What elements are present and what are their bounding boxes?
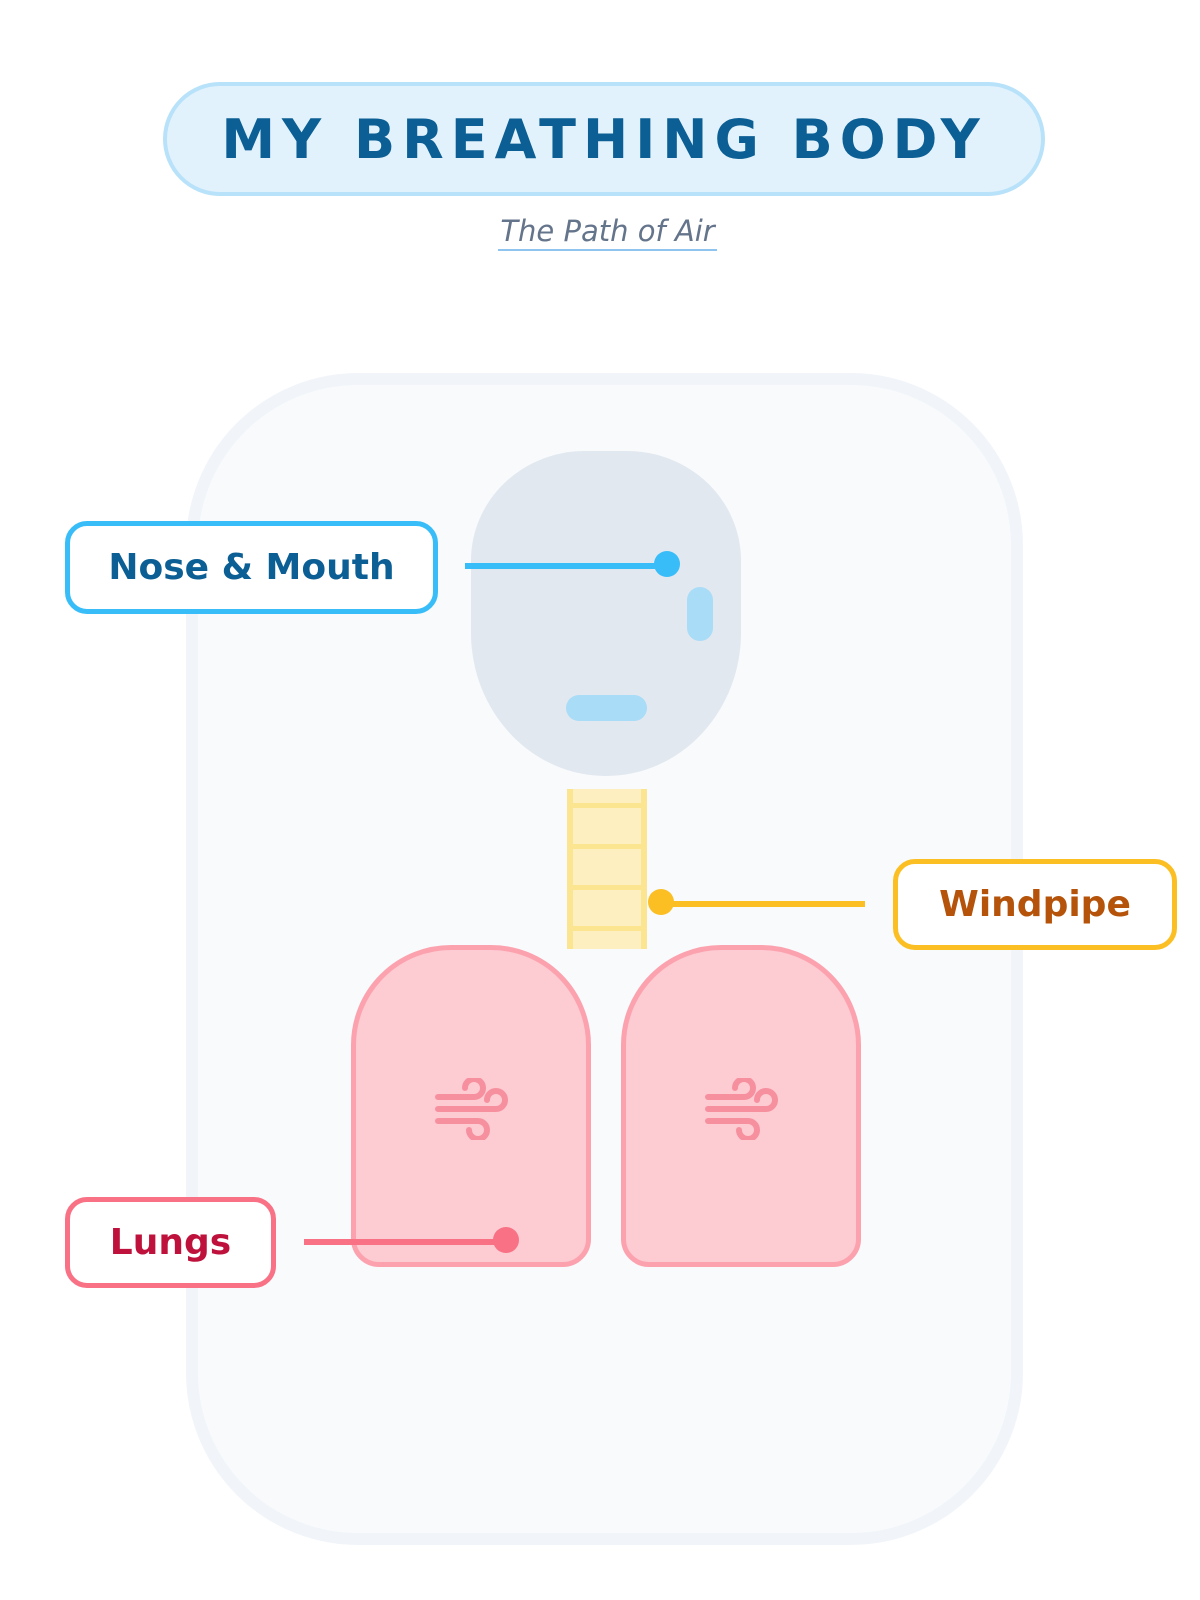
label-nose-mouth-text: Nose & Mouth — [108, 547, 395, 588]
left-lung — [351, 945, 591, 1267]
windpipe-ring — [573, 926, 641, 931]
subtitle-text: The Path of Air — [498, 214, 717, 251]
mouth — [566, 695, 647, 721]
right-lung — [621, 945, 861, 1267]
nose — [687, 587, 713, 641]
windpipe — [567, 789, 647, 949]
nose-mouth-pointer-dot — [654, 551, 680, 577]
windpipe-ring — [573, 844, 641, 849]
title-banner: MY BREATHING BODY — [163, 82, 1045, 196]
wind-icon — [705, 1078, 778, 1140]
subtitle: The Path of Air — [0, 214, 1200, 251]
label-windpipe: Windpipe — [893, 859, 1177, 950]
page-title: MY BREATHING BODY — [221, 107, 987, 171]
label-lungs-text: Lungs — [109, 1222, 232, 1263]
label-nose-mouth: Nose & Mouth — [65, 521, 438, 614]
label-windpipe-text: Windpipe — [939, 884, 1131, 925]
windpipe-pointer-dot — [648, 889, 674, 915]
windpipe-ring — [573, 885, 641, 890]
label-lungs: Lungs — [65, 1197, 276, 1288]
lungs-pointer-dot — [493, 1227, 519, 1253]
wind-icon — [435, 1078, 508, 1140]
windpipe-ring — [573, 803, 641, 808]
